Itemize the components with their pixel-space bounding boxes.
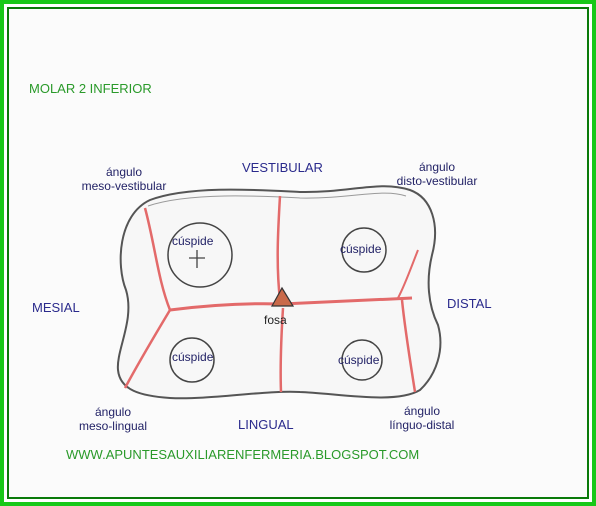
label-angulo-disto-vestibular: ángulo disto-vestibular (384, 160, 490, 188)
cusp-circle-mesio-lingual (169, 337, 215, 383)
label-angulo-linguo-distal: ángulo línguo-distal (372, 404, 472, 432)
label-mesial: MESIAL (32, 300, 80, 315)
label-vestibular: VESTIBULAR (242, 160, 323, 175)
vestibular-groove (276, 195, 282, 301)
fossa-mark (270, 286, 295, 307)
cusp-circle-mesio-vestibular (167, 222, 233, 288)
label-angulo-meso-lingual: ángulo meso-lingual (68, 405, 158, 433)
cusp-label-disto-lingual: cúspide (338, 353, 380, 367)
angulo-linguo-distal-line1: ángulo (403, 404, 441, 418)
inner-frame (7, 7, 589, 499)
angulo-disto-vestibular-line1: ángulo (418, 160, 456, 174)
tooth-outline-shadow (147, 192, 407, 207)
angulo-meso-lingual-line2: meso-lingual (78, 419, 148, 433)
cusp-tip-mark (189, 250, 205, 268)
cusp-circle-disto-vestibular (341, 227, 387, 273)
lingual-groove (279, 307, 285, 393)
cusp-circle-disto-lingual (341, 339, 383, 381)
label-lingual: LINGUAL (238, 417, 294, 432)
disto-lingual-groove (400, 299, 417, 393)
angulo-linguo-distal-line2: línguo-distal (389, 418, 455, 432)
cusp-label-disto-vestibular: cúspide (340, 242, 382, 256)
label-fosa: fosa (264, 313, 287, 327)
mesio-vestibular-groove (143, 207, 172, 311)
mesio-lingual-groove (123, 309, 172, 389)
cusp-label-mesio-lingual: cúspide (172, 350, 214, 364)
label-angulo-meso-vestibular: ángulo meso-vestibular (72, 165, 176, 193)
footer-url: WWW.APUNTESAUXILIARENFERMERIA.BLOGSPOT.C… (66, 447, 420, 462)
disto-vestibular-groove (397, 249, 419, 299)
cusp-label-mesio-vestibular: cúspide (172, 234, 214, 248)
label-distal: DISTAL (447, 296, 492, 311)
angulo-meso-lingual-line1: ángulo (94, 405, 132, 419)
angulo-meso-vestibular-line2: meso-vestibular (81, 179, 167, 193)
angulo-disto-vestibular-line2: disto-vestibular (396, 174, 478, 188)
page-title: MOLAR 2 INFERIOR (29, 81, 152, 96)
angulo-meso-vestibular-line1: ángulo (105, 165, 143, 179)
